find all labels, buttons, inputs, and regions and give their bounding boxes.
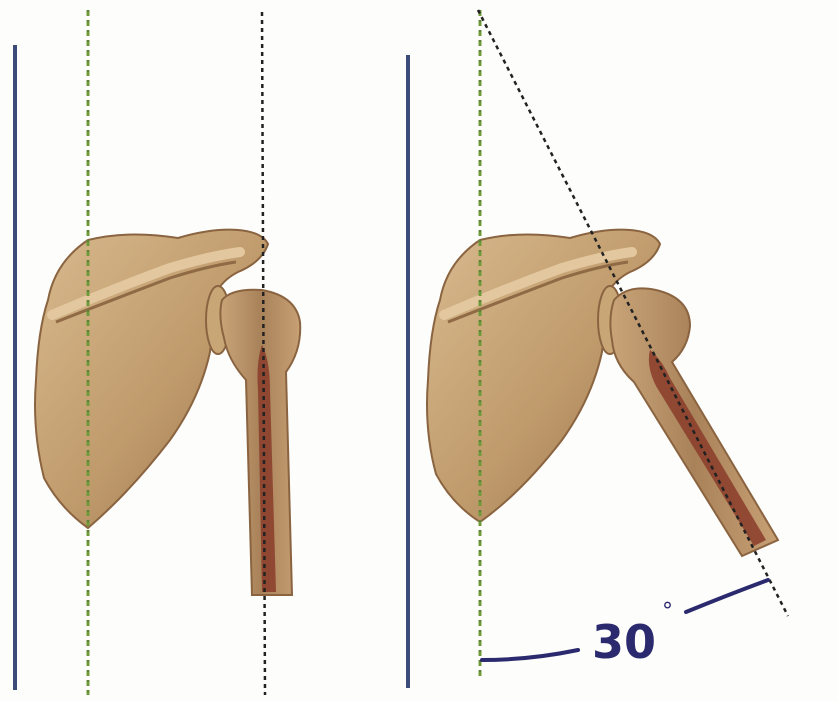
- panel-abducted: 30 °: [408, 10, 788, 688]
- humerus-left: [220, 290, 300, 595]
- angle-degree-symbol: °: [662, 599, 673, 624]
- humerus-right: [610, 288, 778, 556]
- angle-arc: [482, 650, 578, 660]
- angle-arc-end: [686, 580, 768, 612]
- scapula-left: [35, 230, 268, 528]
- angle-value-label: 30: [592, 615, 656, 669]
- panel-neutral: [15, 10, 300, 695]
- scapula-right: [427, 230, 660, 522]
